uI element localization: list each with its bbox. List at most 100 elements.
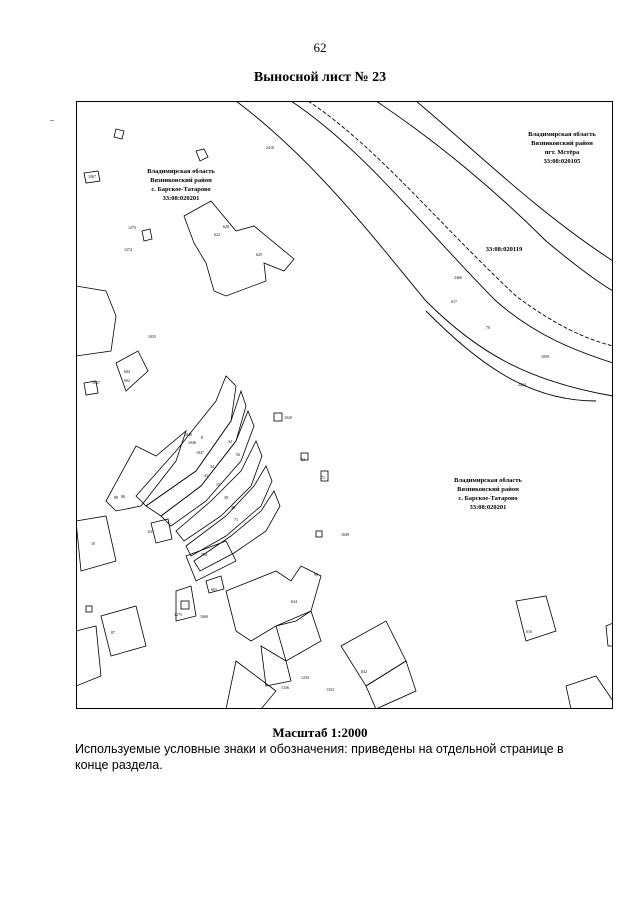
parcel-number: 601 <box>211 587 217 592</box>
parcel-small-3 <box>83 170 101 184</box>
building-markers <box>85 412 329 613</box>
parcel-number: 1050 <box>541 354 549 359</box>
marker-71 <box>320 470 329 482</box>
road-edge-mid <box>290 101 613 364</box>
quarter-boundary <box>415 101 613 262</box>
parcels <box>76 128 295 396</box>
parcel-number: 1273 <box>128 225 136 230</box>
parcel-625 <box>183 200 295 297</box>
parcel-601 <box>205 575 225 594</box>
parcel-number: 71 <box>234 517 238 522</box>
parcel-s10 <box>175 585 197 622</box>
region-label-line: Вязниковский район <box>150 177 212 184</box>
page-number: 62 <box>313 40 327 55</box>
parcel-number: 1040 <box>184 432 192 437</box>
parcel-number: 1060 <box>200 614 208 619</box>
road-edge-west <box>235 101 613 397</box>
parcel-number: 89 <box>114 495 118 500</box>
parcel-number: 616 <box>526 629 532 634</box>
cadastral-map[interactable]: Владимирская область Вязниковский район … <box>76 101 613 709</box>
parcel-s6 <box>365 660 417 709</box>
region-label-line: Владимирская область <box>454 477 522 484</box>
road-edge-dashed <box>307 101 613 347</box>
parcel-700 <box>185 540 237 582</box>
parcel-number: 631 <box>148 529 154 534</box>
parcel-number: 71 <box>321 475 325 480</box>
map-border <box>76 101 613 709</box>
parcel-number: 617 <box>451 299 457 304</box>
region-label-line: с. Барское-Татарово <box>458 495 517 502</box>
parcel-89 <box>105 429 187 512</box>
strip-1 <box>135 375 237 507</box>
region-label-line: 33:08:020201 <box>163 195 200 202</box>
region-label-line: Владимирская область <box>147 168 215 175</box>
parcel-strips <box>105 375 281 594</box>
parcel-number: 1235 <box>301 675 309 680</box>
parcel-s4 <box>225 660 277 709</box>
parcel-number: 2414 <box>518 382 526 387</box>
sheet-title: Выносной лист № 23 <box>253 70 387 85</box>
parcel-number: 8 <box>201 435 203 440</box>
parcel-number: 1020 <box>284 415 292 420</box>
region-label-line: 33:08:020105 <box>544 158 582 165</box>
legend-note: Используемые условные знаки и обозначени… <box>75 742 564 772</box>
parcel-small-1 <box>113 128 125 140</box>
region-labels: Владимирская область Вязниковский район … <box>147 131 596 511</box>
parcel-west <box>76 285 117 357</box>
parcel-number: 1067 <box>88 174 96 179</box>
strip-3 <box>160 409 255 527</box>
parcel-s3 <box>260 645 292 687</box>
parcel-number: 625 <box>256 252 262 257</box>
region-label-line: 33:08:020119 <box>486 246 523 253</box>
parcel-s8 <box>76 625 102 687</box>
region-label-line: Вязниковский район <box>457 486 519 493</box>
road-curve <box>425 310 597 402</box>
parcel-number: 40 <box>231 505 235 510</box>
parcel-s12 <box>565 675 613 709</box>
parcel-small-2 <box>195 148 209 162</box>
region-label-line: с. Барское-Татарово <box>151 186 210 193</box>
parcel-labels: 2410 625 1067 1273 1274 628 622 1067 604… <box>88 145 549 692</box>
region-label-line: Вязниковский район <box>531 140 593 147</box>
parcel-number: 1275 <box>174 612 182 617</box>
parcel-number: 99 <box>314 572 318 577</box>
parcel-number: 622 <box>214 232 220 237</box>
parcel-number: 1035 <box>148 334 156 339</box>
parcel-s9 <box>76 515 117 572</box>
parcel-number: 632 <box>361 669 367 674</box>
strip-6 <box>193 490 281 572</box>
parcel-small-4 <box>141 228 153 242</box>
strip-4 <box>175 440 263 542</box>
parcel-s11 <box>515 595 557 642</box>
region-label-line: Владимирская область <box>528 131 596 138</box>
parcel-s13 <box>605 622 613 647</box>
parcel-number: 80 <box>121 494 125 499</box>
parcel-number: 1049 <box>341 532 349 537</box>
parcel-number: 41 <box>204 473 208 478</box>
parcel-number: 70 <box>486 325 490 330</box>
south-parcels <box>76 515 613 709</box>
marker-1275 <box>180 600 190 610</box>
parcel-number: 624 <box>291 599 297 604</box>
parcel-number: 1274 <box>124 247 132 252</box>
parcel-s7 <box>100 605 147 657</box>
parcel-number: 2460 <box>454 275 462 280</box>
parcel-574 <box>275 610 322 662</box>
parcel-small-6 <box>150 518 173 544</box>
parcel-number: 1047 <box>196 450 204 455</box>
parcel-number: 53 <box>301 457 305 462</box>
parcel-number: 10 <box>91 541 95 546</box>
parcel-number: 87 <box>111 630 115 635</box>
region-label-line: пгт. Мстёра <box>545 149 580 156</box>
parcel-number: 1046 <box>188 440 196 445</box>
map-svg: Владимирская область Вязниковский район … <box>76 101 613 709</box>
parcel-number: 628 <box>223 224 229 229</box>
marker-s <box>85 605 93 613</box>
parcel-604 <box>115 350 149 392</box>
parcel-block-s1 <box>225 565 322 642</box>
region-label-line: 33:08:020201 <box>470 504 507 511</box>
marker-1020 <box>273 412 283 422</box>
road-edge-east <box>375 101 613 292</box>
scale-label: Масштаб 1:2000 <box>272 725 368 740</box>
marker-53 <box>300 452 309 461</box>
